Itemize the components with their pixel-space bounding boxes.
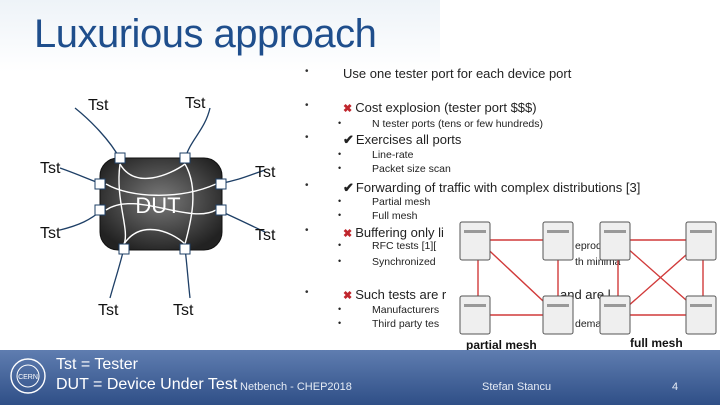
cross-mark-icon: ✖ xyxy=(343,228,353,240)
tester-label: Tst xyxy=(88,97,109,114)
bullet-dot-icon: • xyxy=(338,304,342,314)
bullet-text-content: Synchronized xyxy=(372,256,436,268)
tester-label: Tst xyxy=(98,302,119,319)
bullet-text-content: Such tests are r xyxy=(355,287,447,302)
legend-tester: Tst = Tester xyxy=(56,356,138,373)
bullet-dot-icon: • xyxy=(338,149,342,159)
footer-author: Stefan Stancu xyxy=(482,381,552,393)
cross-mark-icon: ✖ xyxy=(343,103,353,115)
bullet-text: Packet size scan xyxy=(372,163,451,175)
bullet-dot-icon: • xyxy=(338,256,342,266)
bullet-dot-icon: • xyxy=(338,196,342,206)
bullet-text-content: Buffering only li xyxy=(355,225,444,240)
bullet-text-content: Partial mesh xyxy=(372,196,431,208)
footer-event: Netbench - CHEP2018 xyxy=(240,381,352,393)
bullet-text: Line-rate xyxy=(372,149,413,161)
bullet-text: ✖Buffering only li xyxy=(343,225,444,240)
bullet-text: Partial mesh xyxy=(372,196,430,208)
bullet-text-content: Line-rate xyxy=(372,149,414,161)
bullet-text-content: Full mesh xyxy=(372,210,418,222)
bullet-text: ✔Forwarding of traffic with complex dist… xyxy=(343,180,640,196)
dut-label: DUT xyxy=(135,193,180,218)
dut-internal-links xyxy=(105,163,217,245)
bullet-text-content: Manufacturers xyxy=(372,304,440,316)
bullet-text-content: Exercises all ports xyxy=(355,132,462,147)
bullet-text: ✔Exercises all ports xyxy=(343,132,461,148)
dut-ports xyxy=(94,152,227,255)
bullet-text-content: Use one tester port for each device port xyxy=(343,66,572,81)
partial-mesh-caption: partial mesh xyxy=(466,338,537,352)
bullet-text-content: Third party tes xyxy=(372,318,440,330)
legend-dut: DUT = Device Under Test xyxy=(56,376,238,393)
tester-label: Tst xyxy=(255,227,276,244)
bullet-text-content: Cost explosion (tester port $$$) xyxy=(355,100,537,115)
bullet-dot-icon: • xyxy=(305,66,309,77)
tester-label: Tst xyxy=(40,160,61,177)
bullet-text-content: RFC tests [1][ xyxy=(372,240,437,252)
check-mark-icon: ✔ xyxy=(343,132,354,147)
full-mesh-caption: full mesh xyxy=(630,336,683,350)
bullet-text-content: Forwarding of traffic with complex distr… xyxy=(355,180,641,195)
tester-label: Tst xyxy=(40,225,61,242)
bullet-text: Use one tester port for each device port xyxy=(343,66,571,81)
tester-label: Tst xyxy=(173,302,194,319)
bullet-text: RFC tests [1][ xyxy=(372,240,436,252)
bullet-dot-icon: • xyxy=(305,132,309,143)
bullet-dot-icon: • xyxy=(338,163,342,173)
bullet-dot-icon: • xyxy=(305,180,309,191)
mesh-illustration xyxy=(459,221,717,335)
bullet-dot-icon: • xyxy=(338,118,342,128)
bullet-dot-icon: • xyxy=(305,225,309,236)
bullet-dot-icon: • xyxy=(338,210,342,220)
bullet-text: Manufacturers xyxy=(372,304,439,316)
bullet-text: ✖Cost explosion (tester port $$$) xyxy=(343,100,537,115)
check-mark-icon: ✔ xyxy=(343,180,354,195)
bullet-text: Third party tes xyxy=(372,318,439,330)
cern-logo: CERN xyxy=(10,358,46,394)
svg-text:CERN: CERN xyxy=(18,374,38,381)
tester-label: Tst xyxy=(255,164,276,181)
bullet-dot-icon: • xyxy=(338,240,342,250)
dut-tester-diagram: DUT Tst Tst Tst Tst Tst Tst Tst Tst xyxy=(40,95,276,319)
bullet-text: Synchronized xyxy=(372,256,436,268)
server-icons xyxy=(459,221,717,335)
cross-mark-icon: ✖ xyxy=(343,290,353,302)
bullet-text-content: N tester ports (tens or few hundreds) xyxy=(372,118,543,130)
slide-title: Luxurious approach xyxy=(34,12,377,56)
title-background xyxy=(0,0,440,72)
bullet-dot-icon: • xyxy=(338,318,342,328)
bullet-dot-icon: • xyxy=(305,100,309,111)
tester-label: Tst xyxy=(185,95,206,112)
footer-bar xyxy=(0,350,720,405)
bullet-text: N tester ports (tens or few hundreds) xyxy=(372,118,543,130)
bullet-text: Full mesh xyxy=(372,210,418,222)
bullet-text-content: Packet size scan xyxy=(372,163,451,175)
bullet-text: ✖Such tests are r xyxy=(343,287,446,302)
page-number: 4 xyxy=(672,381,679,393)
bullet-dot-icon: • xyxy=(305,287,309,298)
